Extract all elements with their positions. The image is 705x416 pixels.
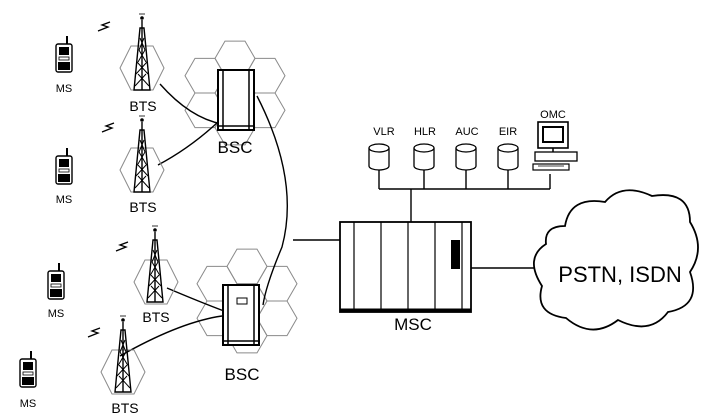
bts-label: BTS: [129, 199, 156, 215]
mobile-station-1: MS: [55, 35, 73, 95]
bsc-top: BSC: [217, 69, 255, 157]
database-hlr: HLR: [413, 126, 436, 171]
radio-signal-icon: [97, 21, 111, 32]
database-auc: AUC: [455, 126, 479, 171]
mobile-station-2: MS: [55, 147, 73, 206]
mobile-station-3: MS: [47, 262, 65, 320]
database-icon: [368, 143, 390, 171]
bsc-cabinet-icon: [217, 69, 255, 131]
ms-label: MS: [56, 194, 73, 206]
radio-signal-icon: [87, 327, 101, 338]
msc-label: MSC: [394, 315, 432, 334]
database-label: AUC: [455, 126, 478, 138]
antenna-tower-icon: [133, 13, 151, 91]
mobile-phone-icon: [47, 262, 65, 300]
ms-label: MS: [48, 308, 65, 320]
bts-4: BTS: [100, 315, 146, 416]
bts-label: BTS: [129, 98, 156, 114]
antenna-tower-icon: [114, 315, 132, 393]
bsc-label: BSC: [225, 365, 260, 384]
bts-1: BTS: [119, 13, 165, 114]
database-icon: [497, 143, 519, 171]
radio-signal-icon: [115, 241, 129, 252]
bts-2: BTS: [119, 115, 165, 215]
mobile-phone-icon: [19, 350, 37, 388]
computer-monitor-icon: [532, 121, 578, 171]
bts-3: BTS: [133, 225, 179, 325]
bsc-bottom: BSC: [222, 284, 260, 384]
database-vlr: VLR: [368, 126, 395, 171]
network-label: PSTN, ISDN: [558, 262, 681, 287]
radio-signal-icon: [101, 122, 115, 133]
msc-switch: MSC: [339, 221, 472, 334]
omc-workstation: OMC: [532, 109, 578, 171]
database-icon: [455, 143, 477, 171]
bts-label: BTS: [111, 400, 138, 416]
mobile-station-4: MS: [19, 350, 37, 410]
pstn-isdn-cloud: PSTN, ISDN: [533, 189, 699, 331]
database-eir: EIR: [497, 126, 519, 171]
database-label: EIR: [499, 126, 517, 138]
mobile-phone-icon: [55, 35, 73, 73]
bsc-label: BSC: [218, 138, 253, 157]
mobile-phone-icon: [55, 147, 73, 185]
database-icon: [413, 143, 435, 171]
ms-label: MS: [20, 398, 37, 410]
database-label: VLR: [373, 126, 394, 138]
antenna-tower-icon: [133, 115, 151, 193]
database-label: HLR: [414, 126, 436, 138]
connection-lines: [119, 83, 551, 357]
ms-label: MS: [56, 83, 73, 95]
bts-label: BTS: [142, 309, 169, 325]
omc-label: OMC: [540, 109, 566, 121]
bsc-cabinet-icon: [222, 284, 260, 346]
antenna-tower-icon: [146, 225, 164, 303]
network-cloud-icon: [533, 189, 699, 331]
